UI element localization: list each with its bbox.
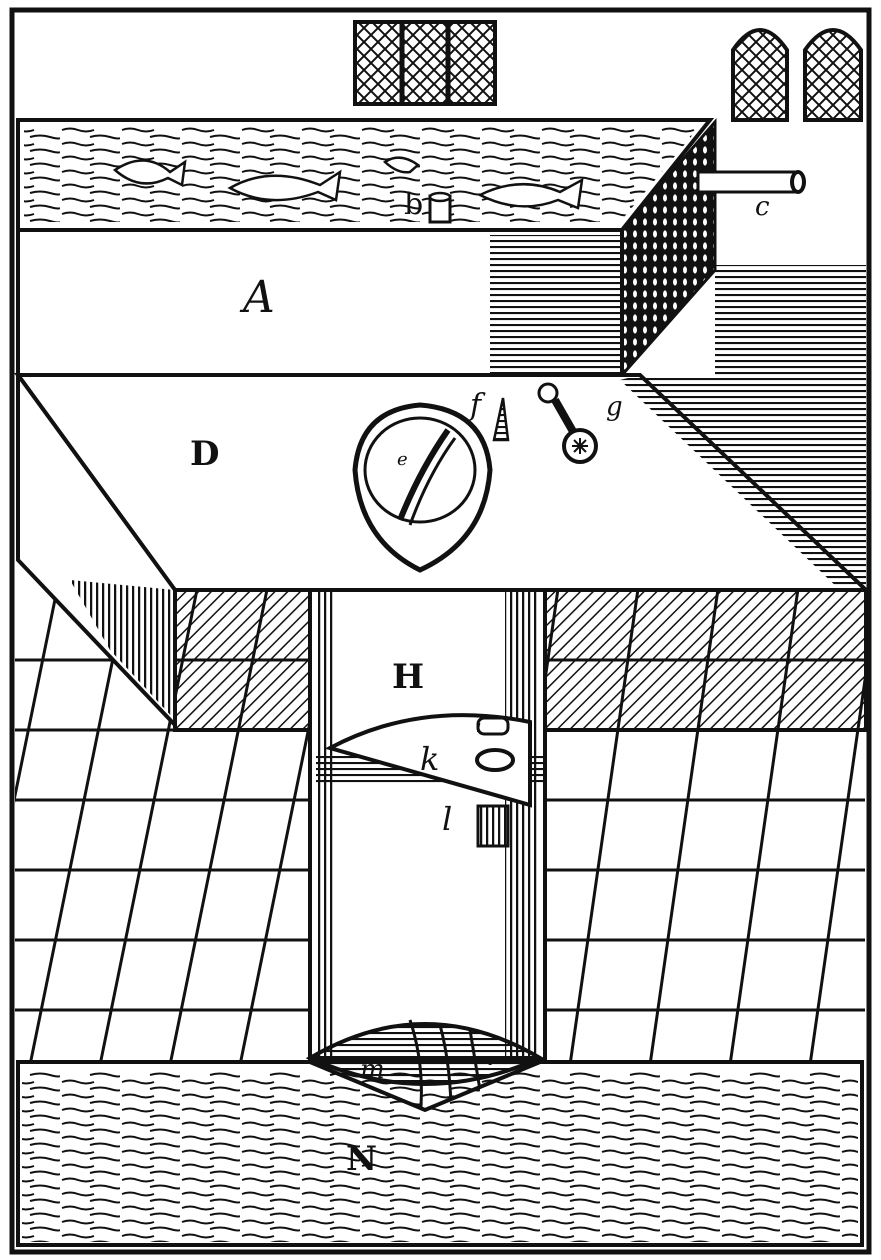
drain-plug [428, 191, 452, 224]
window-left [353, 20, 497, 106]
label-e: e [397, 449, 408, 470]
label-N: N [346, 1139, 377, 1179]
label-i: i [476, 716, 482, 737]
fish-tank [16, 117, 717, 379]
label-l: l [442, 800, 452, 838]
window-arched-2 [803, 28, 863, 122]
cylinder-shaft [305, 588, 547, 1161]
window-arched-1 [731, 28, 789, 122]
outlet-pipe [696, 170, 806, 194]
label-c: c [755, 192, 770, 222]
label-D: D [190, 434, 219, 474]
label-g: g [606, 392, 623, 422]
valve-flap [324, 713, 532, 808]
label-A: A [239, 272, 275, 323]
cone-stopper [492, 397, 510, 442]
label-m: m [360, 1055, 385, 1085]
label-H: H [392, 657, 424, 697]
key-valve [537, 382, 598, 464]
water-basin [16, 1060, 864, 1247]
right-wall-shading [640, 265, 866, 590]
label-k: k [420, 740, 439, 778]
label-b: b [404, 187, 423, 222]
fish-icon [112, 156, 584, 210]
basin [352, 402, 493, 573]
